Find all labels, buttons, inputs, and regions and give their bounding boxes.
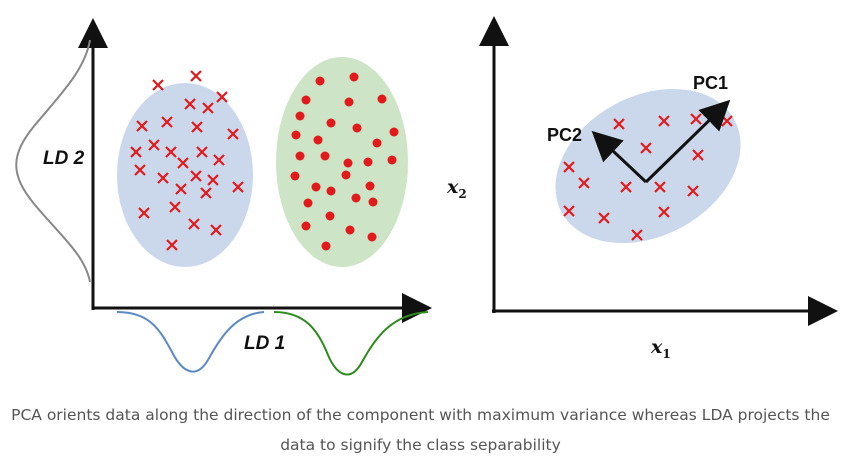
dot-marker xyxy=(290,171,300,181)
cross-marker xyxy=(148,139,160,151)
dot-marker xyxy=(389,127,399,137)
dot-marker xyxy=(320,151,330,161)
class-2-ellipse xyxy=(276,57,408,267)
cross-marker xyxy=(210,224,222,236)
cross-marker xyxy=(687,185,699,197)
cross-marker xyxy=(654,181,666,193)
cross-marker xyxy=(196,146,208,158)
cross-marker xyxy=(202,102,214,114)
pc1-vector xyxy=(644,99,731,184)
dot-marker xyxy=(387,155,397,165)
cross-marker xyxy=(658,206,670,218)
dot-marker xyxy=(343,158,353,168)
cross-marker xyxy=(213,154,225,166)
class-2-markers xyxy=(290,72,399,251)
ld2-projection-curve xyxy=(15,39,91,283)
cross-marker xyxy=(232,181,244,193)
cross-marker xyxy=(563,205,575,217)
dot-marker xyxy=(313,135,323,145)
cross-marker xyxy=(165,146,177,158)
cross-marker xyxy=(613,118,625,130)
dot-marker xyxy=(368,197,378,207)
dot-marker xyxy=(326,186,336,196)
cross-marker xyxy=(184,98,196,110)
dot-marker xyxy=(321,241,331,251)
cross-marker xyxy=(578,177,590,189)
dot-marker xyxy=(351,193,361,203)
dot-marker xyxy=(315,76,325,86)
dot-marker xyxy=(344,97,354,107)
cross-marker xyxy=(138,207,150,219)
cross-marker xyxy=(658,115,670,127)
cross-marker xyxy=(620,181,632,193)
class-1-markers xyxy=(130,70,244,251)
x2-label: x2 xyxy=(446,176,467,201)
dot-marker xyxy=(311,182,321,192)
dot-marker xyxy=(325,211,335,221)
class-1-ellipse xyxy=(117,83,253,267)
dot-marker xyxy=(372,138,382,148)
cross-marker xyxy=(227,128,239,140)
cross-marker xyxy=(166,239,178,251)
dot-marker xyxy=(341,170,351,180)
pc1-label: PC1 xyxy=(693,73,728,93)
cross-marker xyxy=(175,183,187,195)
dot-marker xyxy=(301,95,311,105)
dot-marker xyxy=(301,221,311,231)
cross-marker xyxy=(692,149,704,161)
pc2-label: PC2 xyxy=(547,125,582,145)
figure-caption: PCA orients data along the direction of … xyxy=(11,406,830,454)
dot-marker xyxy=(377,94,387,104)
cross-marker xyxy=(136,120,148,132)
cross-marker xyxy=(190,170,202,182)
cross-marker xyxy=(563,161,575,173)
dot-marker xyxy=(345,225,355,235)
cross-marker xyxy=(640,142,652,154)
cross-marker xyxy=(130,146,142,158)
x1-label: x1 xyxy=(650,336,671,361)
cross-marker xyxy=(161,116,173,128)
ld1-label: LD 1 xyxy=(244,333,285,354)
data-markers xyxy=(563,113,733,241)
dot-marker xyxy=(349,72,359,82)
cross-marker xyxy=(177,157,189,169)
dot-marker xyxy=(295,151,305,161)
dot-marker xyxy=(363,157,373,167)
data-ellipse xyxy=(555,88,741,244)
cross-marker xyxy=(200,187,212,199)
dot-marker xyxy=(295,111,305,121)
cross-marker xyxy=(190,70,202,82)
dot-marker xyxy=(365,181,375,191)
dot-marker xyxy=(291,130,301,140)
cross-marker xyxy=(216,91,228,103)
cross-marker xyxy=(157,172,169,184)
ld2-label: LD 2 xyxy=(43,148,85,169)
dot-marker xyxy=(352,123,362,133)
cross-marker xyxy=(207,174,219,186)
dot-marker xyxy=(303,198,313,208)
dot-marker xyxy=(367,232,377,242)
cross-marker xyxy=(188,218,200,230)
class-2-projection-curve xyxy=(273,311,429,376)
cross-marker xyxy=(152,79,164,91)
lda-panel: LD 1 LD 2 xyxy=(15,18,432,376)
cross-marker xyxy=(598,212,610,224)
cross-marker xyxy=(631,229,643,241)
dot-marker xyxy=(326,118,336,128)
pc2-vector xyxy=(591,130,648,184)
class-1-projection-curve xyxy=(116,311,265,373)
cross-marker xyxy=(191,121,203,133)
cross-marker xyxy=(134,164,146,176)
cross-marker xyxy=(169,201,181,213)
pca-panel: PC1 PC2 x1 x2 xyxy=(446,16,838,361)
